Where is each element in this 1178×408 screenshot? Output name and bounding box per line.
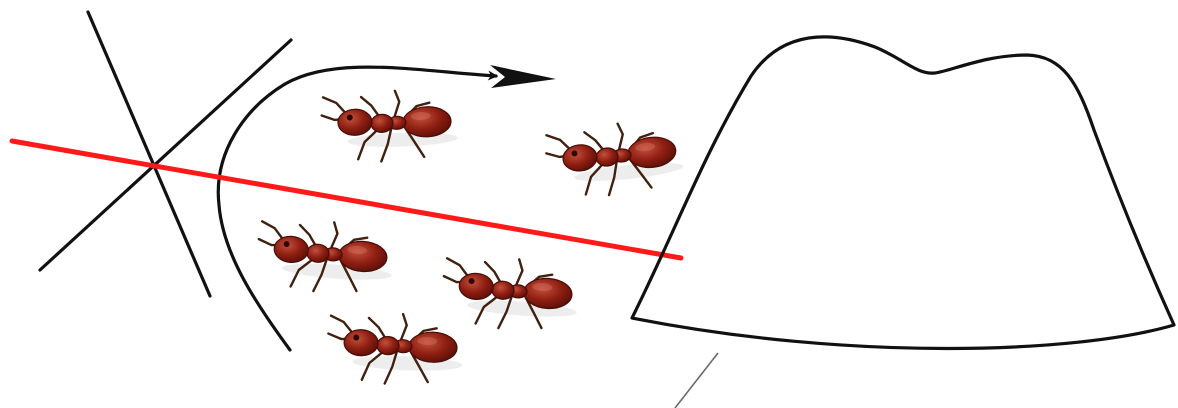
ant-diagram (0, 0, 1178, 408)
